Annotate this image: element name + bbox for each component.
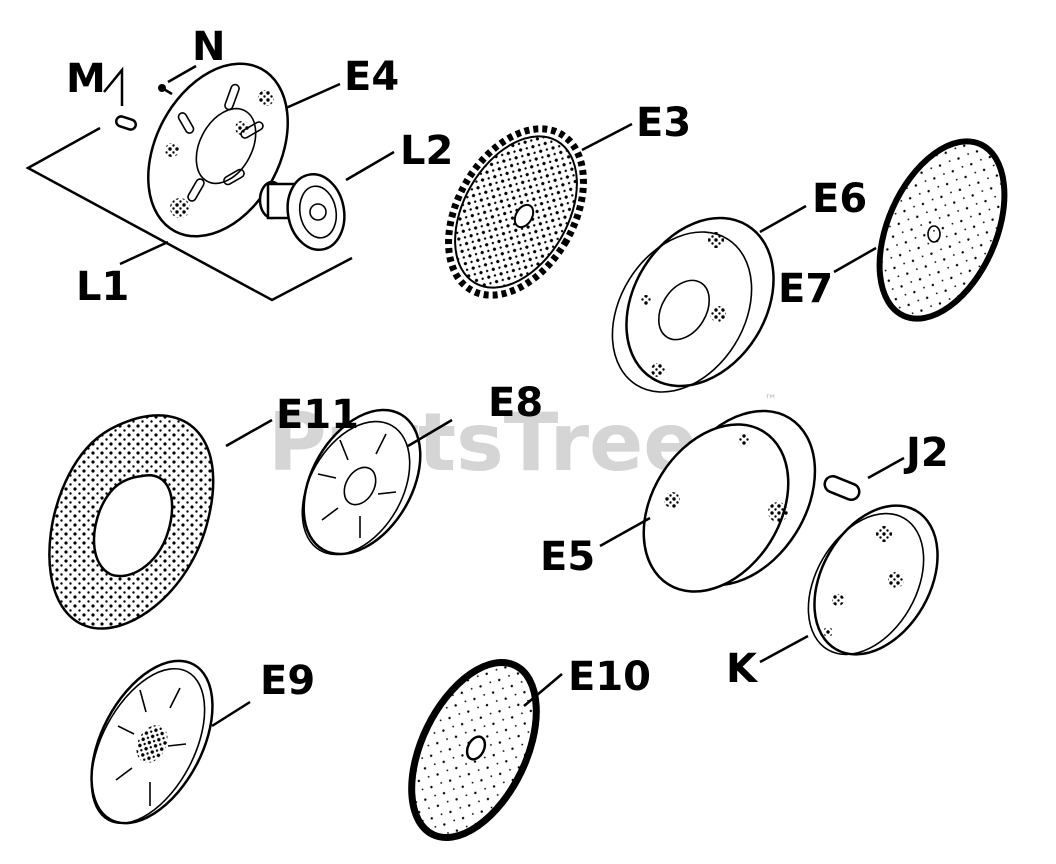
callout-e6: E6 [812, 176, 867, 222]
e4-leader [285, 82, 341, 110]
part-e5-drum [599, 409, 817, 593]
part-e6-disc [611, 204, 807, 393]
callout-e11: E11 [276, 392, 359, 438]
l1-bracket-line [25, 126, 353, 302]
callout-e5: E5 [540, 534, 595, 580]
e10-leader [523, 673, 563, 707]
part-e10-disc [408, 658, 563, 842]
part-e11-ring [48, 414, 273, 630]
part-j2-pin [823, 456, 905, 501]
part-e7-disc [833, 138, 1008, 322]
m-leader [103, 66, 124, 106]
callout-n: N [192, 24, 225, 70]
callout-k: K [726, 646, 759, 692]
part-m-pin [103, 66, 138, 131]
l2-leader [345, 150, 395, 182]
j2-leader [867, 456, 905, 480]
part-e4-plate [147, 62, 341, 238]
e5-leader [599, 516, 651, 548]
l1-leader [119, 240, 169, 266]
callout-e7: E7 [778, 266, 833, 312]
part-e9-disc [90, 659, 251, 825]
e8-leader [407, 418, 453, 448]
part-k-cover [759, 504, 939, 664]
callout-j2: J2 [903, 430, 949, 476]
part-l1-assembly [25, 62, 395, 302]
part-n-screw [158, 64, 197, 96]
callout-e10: E10 [568, 654, 651, 700]
part-e8-disc [301, 408, 453, 556]
e9-leader [211, 700, 251, 728]
e3-leader [581, 122, 633, 152]
e6-leader [759, 204, 807, 234]
n-leader [167, 64, 197, 84]
callout-l1: L1 [76, 264, 129, 310]
e11-leader [225, 418, 273, 448]
callout-m: M [66, 56, 106, 102]
e7-leader [833, 246, 877, 274]
callout-l2: L2 [400, 128, 453, 174]
callout-e9: E9 [260, 658, 315, 704]
k-leader [759, 634, 809, 664]
part-l2-hub [258, 150, 395, 251]
watermark-trademark: ™ [764, 393, 777, 408]
callout-e8: E8 [488, 380, 543, 426]
callout-e4: E4 [344, 54, 399, 100]
callout-e3: E3 [636, 100, 691, 146]
part-e3-sprocket [445, 122, 633, 299]
